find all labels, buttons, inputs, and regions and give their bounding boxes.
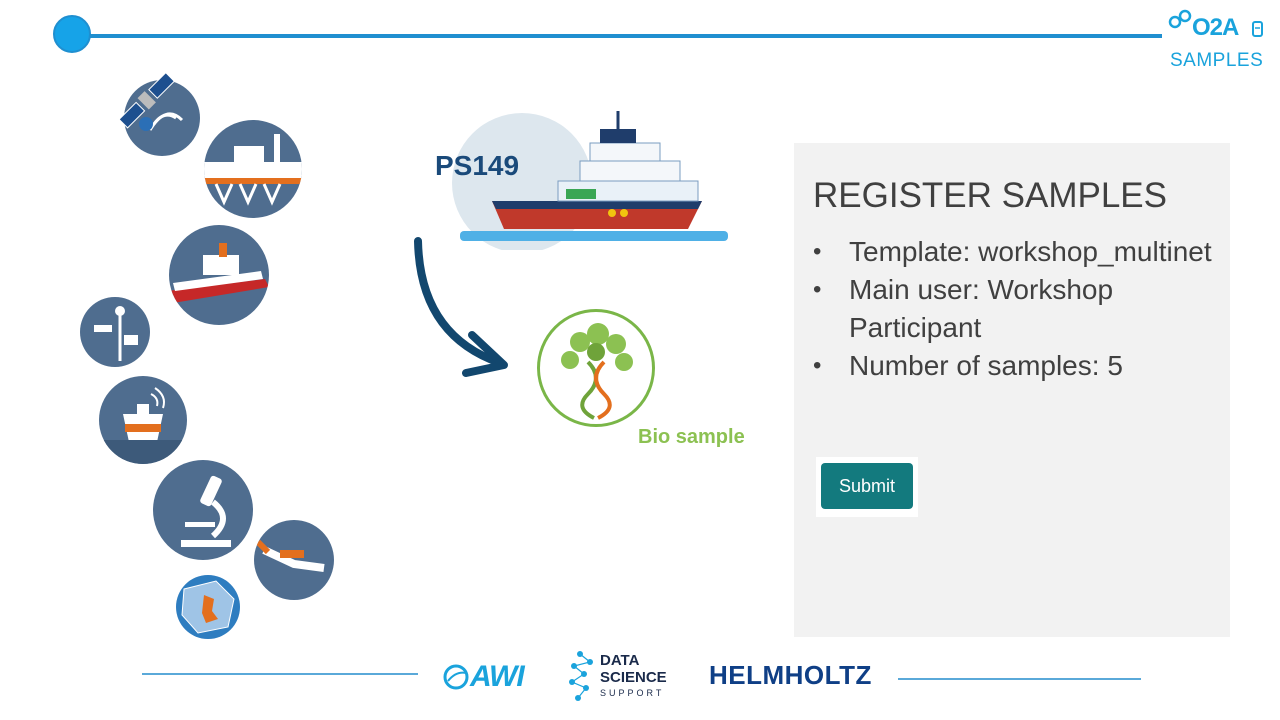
- platform-illustrations: [70, 60, 370, 650]
- bullet-icon: •: [813, 238, 822, 265]
- sample-details-list: • Template: workshop_multinet • Main user:…: [813, 233, 1213, 385]
- data-science-support-logo: DATA SCIENCE SUPPORT: [566, 646, 684, 706]
- expedition-label: PS149: [435, 150, 520, 181]
- dss-text-science: SCIENCE: [600, 669, 667, 686]
- bullet-icon: •: [813, 352, 822, 379]
- network-nodes-icon: [569, 651, 593, 701]
- footer-line-left: [142, 673, 418, 675]
- list-item-text: Main user: Workshop Participant: [849, 274, 1114, 343]
- awi-logo: AWI: [442, 657, 534, 697]
- satellite-panels-icon: [118, 72, 175, 129]
- globe-map-icon: [176, 575, 240, 639]
- bullet-icon: •: [813, 276, 822, 303]
- research-vessel-illustration: [452, 111, 728, 250]
- submit-button[interactable]: Submit: [821, 463, 913, 509]
- header-line: [72, 34, 1162, 38]
- diver-icon: [254, 520, 334, 600]
- icebreaker-icon: [169, 225, 269, 325]
- brand-logo-text: O2A: [1192, 14, 1239, 41]
- helmholtz-logo: HELMHOLTZ: [709, 660, 872, 690]
- dna-tree-icon: [537, 309, 655, 427]
- footer-line-right: [898, 678, 1141, 680]
- hexagon-molecule-icon: [1168, 9, 1192, 29]
- panel-title: REGISTER SAMPLES: [813, 176, 1167, 215]
- microscope-icon: [153, 460, 253, 560]
- weather-station-icon: [80, 297, 150, 367]
- bio-sample-label: Bio sample: [638, 426, 745, 448]
- submit-button-container: Submit: [816, 457, 918, 517]
- register-samples-panel: REGISTER SAMPLES • Template: workshop_mul…: [794, 143, 1230, 637]
- list-item-main-user: • Main user: Workshop Participant: [813, 271, 1213, 347]
- document-icon: [1252, 21, 1263, 37]
- list-item-template: • Template: workshop_multinet: [813, 233, 1213, 271]
- list-item-text: Number of samples: 5: [849, 350, 1123, 381]
- list-item-sample-count: • Number of samples: 5: [813, 347, 1213, 385]
- research-vessel-icon: [204, 120, 302, 218]
- header-dot: [53, 15, 91, 53]
- o2a-samples-logo: O2A SAMPLES: [1168, 6, 1274, 71]
- brand-product-text: SAMPLES: [1170, 50, 1264, 71]
- dss-text-data: DATA: [600, 652, 640, 669]
- dss-text-support: SUPPORT: [600, 688, 665, 698]
- buoy-icon: [99, 376, 187, 464]
- list-item-text: Template: workshop_multinet: [849, 236, 1212, 267]
- awi-logo-text: AWI: [470, 660, 525, 693]
- awi-globe-icon: [443, 664, 469, 690]
- curved-arrow-icon: [414, 237, 508, 377]
